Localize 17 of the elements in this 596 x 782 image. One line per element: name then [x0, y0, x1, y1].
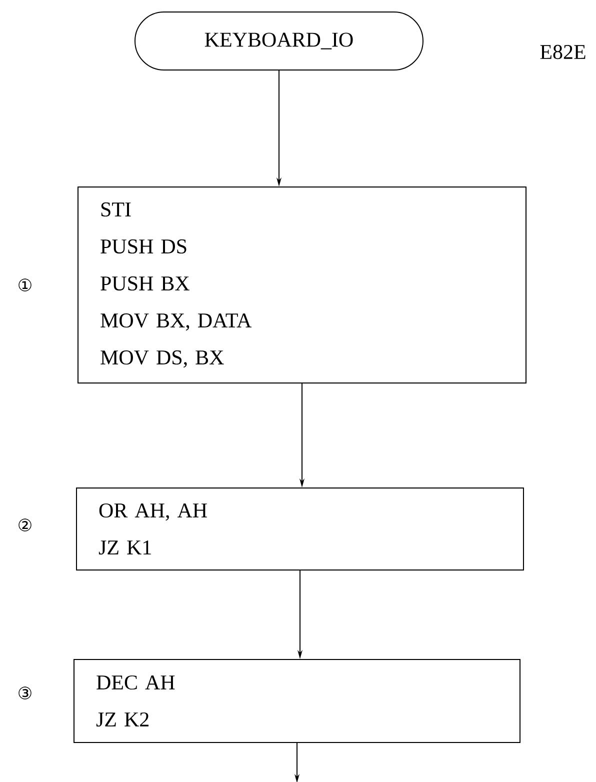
step-number: ①: [18, 278, 32, 292]
step-number: ③: [18, 686, 32, 700]
code-line: JZ K1: [98, 540, 151, 555]
code-line: OR AH, AH: [99, 503, 207, 521]
code-line: JZ K2: [96, 712, 148, 727]
code-line: DEC AH: [96, 675, 175, 690]
code-line: PUSH DS: [100, 239, 186, 254]
code-line: MOV DS, BX: [100, 350, 224, 368]
code-line: STI: [101, 202, 131, 217]
process-box: [78, 186, 526, 384]
process-box: [76, 488, 524, 570]
process-box: [74, 659, 520, 743]
step-number: ②: [18, 518, 32, 532]
code-line: MOV BX, DATA: [100, 313, 252, 331]
terminal-box: KEYBOARD_IO: [134, 12, 424, 70]
address-label: E82E: [540, 44, 586, 60]
code-line: PUSH BX: [100, 276, 190, 291]
